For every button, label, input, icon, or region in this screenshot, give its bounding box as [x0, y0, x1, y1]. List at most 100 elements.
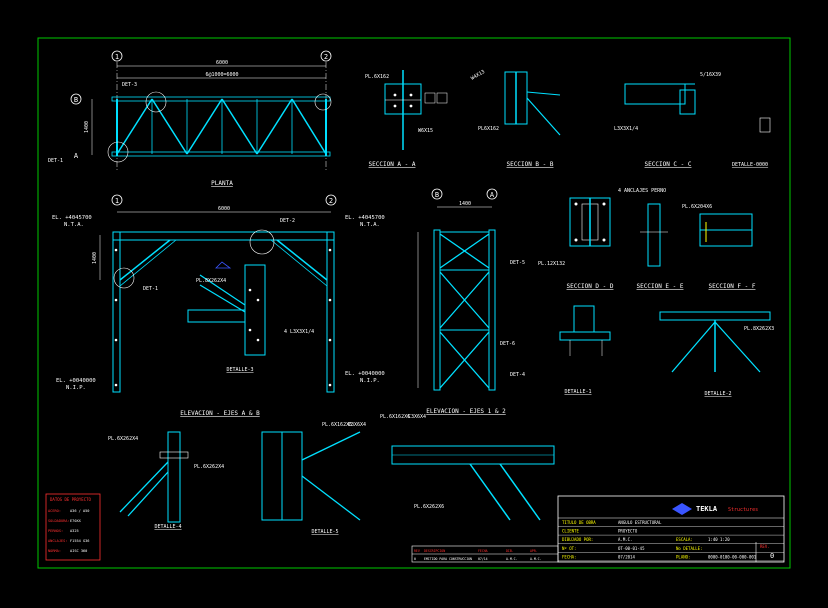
grid-label: 2 [324, 53, 328, 61]
part-tag: 4 ANCLAJES PERNO [618, 188, 666, 194]
view-title: DETALLE-5 [311, 529, 338, 535]
level-text: EL. +4045700 [345, 215, 385, 221]
title-block-value: PROYECTO [618, 529, 638, 534]
level-text: N.I.P. [360, 378, 380, 384]
revision-cell: 07/14 [478, 557, 488, 561]
revision-header: APR. [530, 549, 538, 553]
revision-header: REV [414, 549, 420, 553]
title-block-label: PLANO: [676, 554, 690, 559]
part-tag: PL6X162 [478, 126, 499, 132]
part-tag: PL.6X262X6 [414, 504, 444, 510]
detail-tag: DET-1 [143, 286, 158, 292]
view-title: DETALLE-0000 [732, 162, 768, 168]
view-title: DETALLE-3 [226, 367, 253, 373]
notes-box: DATOS DE PROYECTO ACERO:A36 / A50SOLDADU… [45, 493, 101, 561]
part-tag: 4 L3X3X1/4 [284, 329, 314, 335]
brand-sub: Structures [728, 507, 758, 513]
revision-header: DIB. [506, 549, 514, 553]
brand-name: TEKLA [696, 505, 718, 513]
part-tag: L3X3X1/4 [614, 126, 638, 132]
revision-header: FECHA [478, 549, 488, 553]
detail-tag: DET-1 [48, 158, 63, 164]
view-title: SECCION B - B [507, 161, 554, 168]
title-block-value: A.M.C. [618, 537, 632, 542]
view-seccion-dd: 4 ANCLAJES PERNO PL.12X132 SECCION D - D [538, 188, 666, 290]
title-block-label: CLIENTE [562, 529, 579, 534]
grid-label: B [74, 96, 78, 104]
view-detalle-2: PL.8X262X3 DETALLE-2 [659, 311, 774, 397]
level-text: EL. +0040000 [56, 378, 96, 384]
view-title: SECCION F - F [709, 283, 756, 290]
grid-label: A [490, 191, 495, 199]
part-tag: 5/16X39 [700, 72, 721, 78]
view-elevacion-ab: 1 2 6000 1400 EL. +4045700 N.T.A. EL. +0… [52, 194, 337, 417]
grid-label: B [435, 191, 439, 199]
part-tag: W4X13 [470, 69, 486, 82]
view-title: SECCION E - E [637, 283, 684, 290]
grid-label: 1 [115, 197, 119, 205]
title-block-label: DIBUJADO POR: [562, 537, 593, 542]
notes-label: PERNOS: [48, 529, 63, 533]
view-title: ELEVACION - EJES 1 & 2 [426, 408, 506, 415]
part-tag: PL.12X132 [538, 261, 565, 267]
view-title: SECCION C - C [645, 161, 692, 168]
dim-text: 1400 [92, 252, 98, 264]
sheet-border [37, 37, 791, 569]
title-block-label: No DETALLE: [676, 546, 703, 551]
revision-cell: 0 [414, 557, 416, 561]
detail-tag: DET-2 [280, 218, 295, 224]
view-title: ELEVACION - EJES A & B [180, 410, 260, 417]
view-elevacion-12: B A 1400 EL. +4045700 N.T.A. EL. +004000… [345, 188, 525, 415]
revision-cell: EMITIDO PARA CONSTRUCCION [424, 557, 472, 561]
part-tag: C3X6X4 [408, 414, 426, 420]
view-detalle-3: PL.8X262X4 4 L3X3X1/4 DETALLE-3 [187, 261, 314, 373]
part-tag: W6X15 [418, 128, 433, 134]
title-block-label: Nº OT: [562, 546, 576, 551]
notes-value: F1554 G36 [70, 539, 89, 543]
view-planta: 1 2 B A 6000 6@1000=6000 1400 [48, 50, 332, 187]
part-tag: PL.6X162 [365, 74, 389, 80]
grid-label: A [74, 152, 79, 160]
title-block-label: TITULO DE OBRA [562, 520, 596, 525]
title-block-value: 0000-0100-00-000-001 [708, 554, 757, 559]
view-title: SECCION D - D [567, 283, 614, 290]
view-detalle-6: PL.6X162X6 C3X6X4 PL.6X262X6 [380, 414, 555, 521]
level-text: N.T.A. [360, 222, 380, 228]
dim-text: 6000 [216, 60, 228, 66]
title-block-value: 1:40 1:20 [708, 537, 730, 542]
view-title: PLANTA [211, 180, 233, 187]
view-seccion-ee: SECCION E - E [637, 203, 684, 290]
view-seccion-ff: PL.6X204X6 SECCION F - F [682, 204, 756, 290]
notes-value: AISC 360 [70, 549, 87, 553]
view-title: SECCION A - A [369, 161, 416, 168]
level-text: N.T.A. [64, 222, 84, 228]
view-seccion-cc: 5/16X39 L3X3X1/4 SECCION C - C DETALLE-0… [614, 72, 771, 168]
revision-cell: A.M.C. [506, 557, 518, 561]
dim-text: 1400 [459, 201, 471, 207]
notes-value: A36 / A50 [70, 509, 89, 513]
notes-header: DATOS DE PROYECTO [50, 497, 92, 502]
level-text: EL. +4045700 [52, 215, 92, 221]
detail-tag: DET-5 [510, 260, 525, 266]
part-tag: PL.6X262X4 [194, 464, 224, 470]
title-block-value: OT-00-01-45 [618, 546, 645, 551]
rev-value: 0 [770, 552, 774, 560]
view-title: DETALLE-4 [154, 524, 181, 530]
grid-label: 2 [329, 197, 333, 205]
notes-label: SOLDADURA: [48, 519, 70, 523]
notes-label: ANCLAJES: [48, 539, 67, 543]
tekla-logo-icon [672, 503, 692, 515]
revision-header: DESCRIPCION [424, 549, 445, 553]
view-detalle-4: PL.6X262X4 PL.6X262X4 DETALLE-4 [108, 431, 224, 530]
title-block-value: ANGULO ESTRUCTURAL [618, 520, 662, 525]
revision-table: REV DESCRIPCION FECHA DIB. APR. 0 EMITIDO PARA… [411, 545, 559, 563]
view-title: DETALLE-1 [564, 389, 591, 395]
level-text: EL. +0040000 [345, 371, 385, 377]
title-block-label: FECHA: [562, 554, 576, 559]
part-tag: PL.8X262X3 [744, 326, 774, 332]
view-detalle-5: PL.6X162X6 C3X6X4 DETALLE-5 [261, 422, 366, 535]
part-tag: C3X6X4 [348, 422, 366, 428]
detail-tag: DET-3 [122, 82, 137, 88]
notes-value: E70XX [70, 519, 82, 523]
part-tag: PL.6X262X4 [108, 436, 138, 442]
